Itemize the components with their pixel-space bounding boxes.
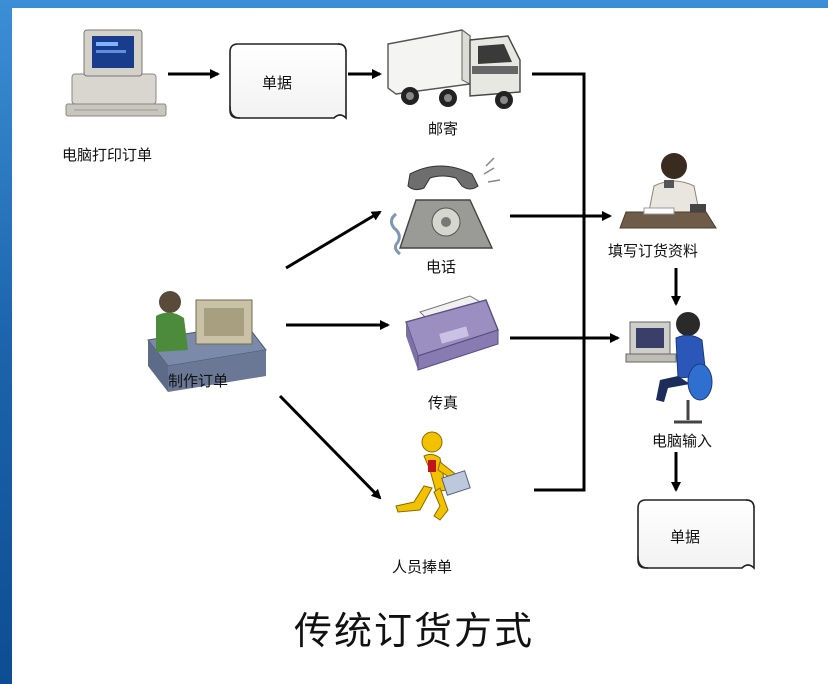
person-at-desk-icon [147,291,267,392]
label-pc-print: 电脑打印订单 [62,146,153,164]
label-fax: 传真 [428,394,459,412]
truck-icon [387,29,521,109]
running-courier-icon [395,431,471,521]
person-at-computer-icon [625,312,713,424]
diagram-title: 传统订货方式 [293,609,534,653]
arrow-make-to-phone [285,210,382,270]
label-fill-info: 填写订货资料 [608,242,699,260]
label-doc-top: 单据 [262,74,293,92]
label-doc-bottom: 单据 [670,528,701,546]
label-mail: 邮寄 [428,120,459,138]
label-courier: 人员捧单 [392,558,453,576]
line-truck-to-collector [532,72,586,216]
telephone-icon [389,157,501,256]
document-scroll-icon-bottom [637,499,755,570]
computer-icon [65,29,167,117]
flow-connectors [168,69,681,500]
fax-machine-icon [405,295,499,371]
label-make-order: 制作订单 [168,372,229,390]
person-on-phone-icon [619,153,717,229]
label-phone: 电话 [426,258,457,276]
arrow-make-to-courier [278,394,382,500]
label-pc-input: 电脑输入 [652,432,713,450]
line-courier-to-collector [534,216,586,492]
document-scroll-icon [229,43,347,120]
